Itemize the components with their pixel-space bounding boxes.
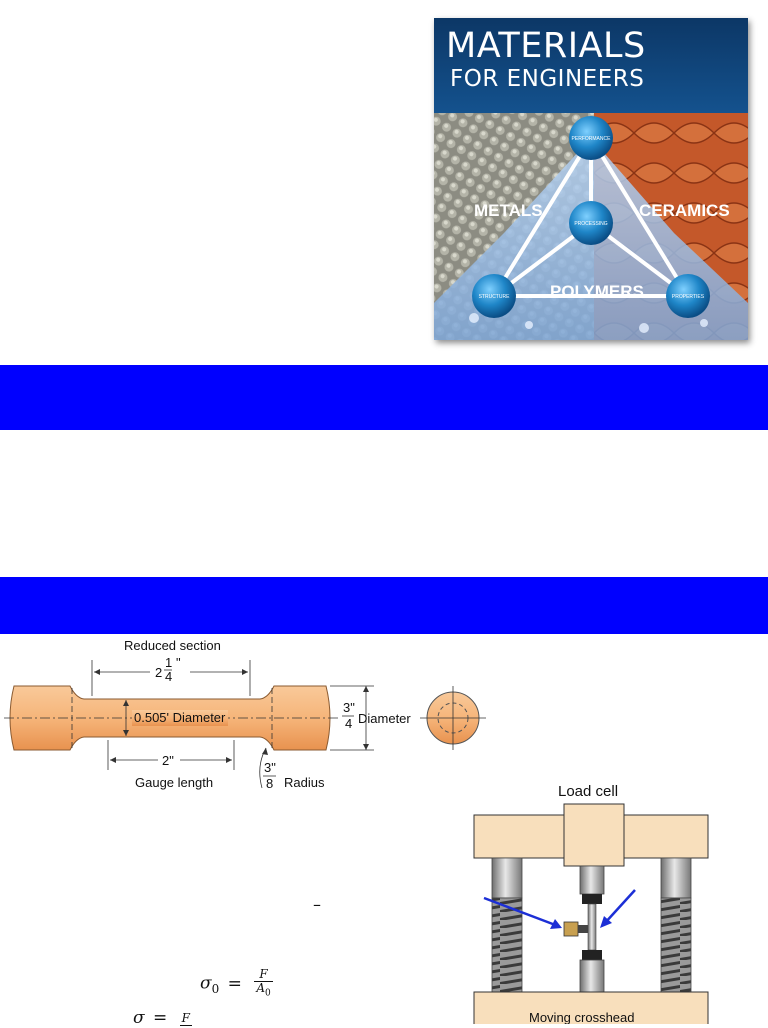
true-stress-equation: σ = F (133, 1008, 192, 1028)
cover-label-polymers: POLYMERS (550, 282, 644, 301)
end-diameter-den: 4 (345, 716, 352, 731)
moving-crosshead (473, 991, 709, 1024)
eq1-equals: = (227, 973, 242, 994)
engineering-stress-equation: σ0 = F A0 (200, 968, 273, 1000)
radius-num: 3" (264, 760, 276, 775)
eq1-fraction: F A0 (254, 968, 273, 1000)
tensile-specimen-diagram: Reduced section 2 1 4 " 0.505' Diameter … (4, 638, 486, 791)
eq1-den-a: A (256, 981, 265, 995)
cover-artwork: PERFORMANCE PROCESSING STRUCTURE PROPERT… (434, 113, 748, 340)
eq2-equals: = (153, 1008, 168, 1028)
arrow-left-head (550, 919, 562, 929)
gauge-length-label: Gauge length (135, 775, 213, 790)
reduced-length-unit: " (176, 655, 181, 670)
gauge-length-value: 2" (162, 753, 174, 768)
lower-grip-thread (582, 950, 602, 960)
node-processing: PROCESSING (569, 201, 613, 245)
right-screw (660, 897, 692, 993)
end-view (420, 686, 486, 750)
radius-den: 8 (266, 776, 273, 791)
eq2-numerator: F (179, 1010, 192, 1026)
title-bar-1 (0, 365, 768, 430)
upper-grip (579, 865, 605, 895)
end-diameter-label: Diameter (358, 711, 411, 726)
dash-mark: – (313, 895, 321, 914)
left-screw (491, 897, 523, 993)
cover-header: MATERIALS FOR ENGINEERS (434, 18, 748, 113)
extensometer (563, 921, 579, 937)
reduced-length-whole: 2 (155, 665, 162, 680)
eq1-numerator: F (254, 968, 273, 982)
upper-grip-thread (582, 894, 602, 904)
reduced-length-num: 1 (165, 655, 172, 670)
eq1-sigma: σ (200, 973, 212, 994)
eq2-fraction: F (179, 1010, 192, 1026)
end-diameter-num: 3" (343, 700, 355, 715)
arrow-right-head (600, 916, 612, 928)
cover-title-line1: MATERIALS (446, 26, 646, 66)
extensometer-arm (578, 925, 588, 933)
radius-label: Radius (284, 775, 325, 790)
lower-grip (579, 959, 605, 995)
arrow-right (603, 889, 636, 925)
svg-text:STRUCTURE: STRUCTURE (479, 294, 510, 300)
reduced-section-label: Reduced section (124, 638, 221, 653)
svg-text:PROPERTIES: PROPERTIES (672, 294, 705, 300)
cover-title-line2: FOR ENGINEERS (450, 66, 645, 92)
arrow-left (483, 896, 559, 928)
load-cell (563, 803, 625, 867)
test-specimen (587, 903, 597, 951)
eq1-denominator: A0 (254, 982, 272, 1000)
left-column (491, 857, 523, 899)
book-cover: MATERIALS FOR ENGINEERS (434, 18, 748, 340)
eq2-sigma: σ (133, 1008, 145, 1028)
reduced-diameter-label: 0.505' Diameter (134, 710, 226, 725)
moving-crosshead-label: Moving crosshead (529, 1010, 635, 1024)
reduced-length-den: 4 (165, 669, 172, 684)
cover-label-metals: METALS (474, 201, 543, 220)
svg-text:PROCESSING: PROCESSING (574, 221, 607, 227)
svg-text:PERFORMANCE: PERFORMANCE (572, 136, 612, 142)
node-structure: STRUCTURE (472, 274, 516, 318)
cover-label-ceramics: CERAMICS (639, 201, 730, 220)
tensile-test-rig-diagram: Load cell Moving crosshead (473, 783, 709, 1024)
title-bar-2 (0, 577, 768, 634)
right-column (660, 857, 692, 899)
node-properties: PROPERTIES (666, 274, 710, 318)
eq1-den-sub: 0 (264, 988, 271, 999)
load-cell-label: Load cell (558, 783, 618, 800)
eq1-sigma-sub: 0 (211, 982, 220, 997)
node-performance: PERFORMANCE (569, 116, 613, 160)
